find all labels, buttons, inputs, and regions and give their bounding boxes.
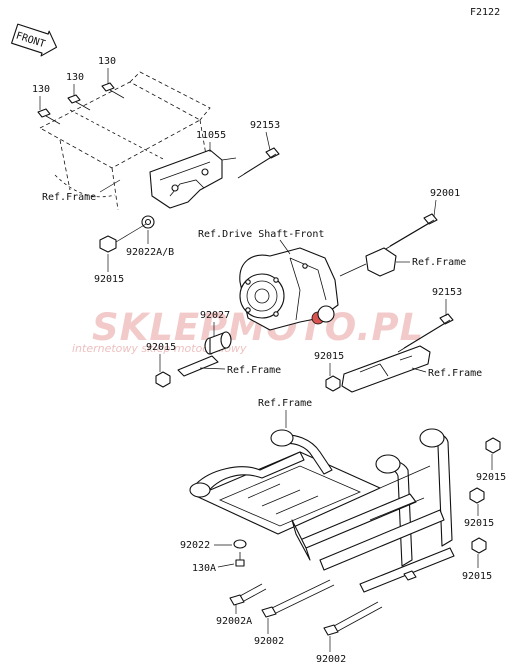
- label-92027: 92027: [200, 310, 230, 321]
- bolt-92002a-icon: [229, 583, 267, 606]
- label-ref-frame: Ref.Frame: [42, 192, 96, 203]
- label-ref-frame: Ref.Frame: [428, 368, 482, 379]
- bolt-92002-icon: [261, 579, 335, 618]
- label-130: 130: [66, 72, 84, 83]
- bolt-92002-icon: [323, 601, 383, 636]
- label-11055: 11055: [196, 130, 226, 141]
- upper-frame-ref: [39, 71, 211, 211]
- label-92153: 92153: [432, 287, 462, 298]
- bolt-92153-icon: [397, 313, 454, 353]
- bolt-130-icon: [101, 82, 125, 99]
- label-92015: 92015: [476, 472, 506, 483]
- bolt-130-icon: [67, 94, 91, 111]
- nut-92015-icon: [155, 371, 171, 388]
- nut-92015-icon: [325, 375, 341, 392]
- bushing-92027-icon: [204, 331, 232, 355]
- label-92015: 92015: [94, 274, 124, 285]
- bracket-11055: [149, 149, 237, 209]
- bolt-130-icon: [37, 108, 61, 125]
- bolt-92153-icon: [237, 147, 280, 179]
- label-92015: 92015: [314, 351, 344, 362]
- figure-id: F2122: [470, 7, 500, 18]
- label-92015: 92015: [462, 571, 492, 582]
- washer-92022-icon: [233, 539, 247, 549]
- mount-bracket: [339, 247, 397, 277]
- watermark-sub: internetowy sklep motocyklowy: [72, 342, 247, 355]
- label-130: 130: [98, 56, 116, 67]
- label-92015: 92015: [146, 342, 176, 353]
- callouts: 130 130 130 Ref.Frame 11055 92153 92022A…: [32, 56, 506, 664]
- bolt-130a-icon: [235, 552, 245, 567]
- label-92002: 92002: [254, 636, 284, 647]
- bolt-92001-icon: [383, 213, 438, 251]
- label-130: 130: [32, 84, 50, 95]
- nut-92015-icon: [471, 537, 487, 554]
- label-92153: 92153: [250, 120, 280, 131]
- label-92001: 92001: [430, 188, 460, 199]
- label-ref-frame: Ref.Frame: [412, 257, 466, 268]
- nut-92015-icon: [469, 487, 485, 504]
- front-arrow-icon: FRONT: [11, 23, 58, 57]
- label-92002a: 92002A: [216, 616, 252, 627]
- label-ref-frame: Ref.Frame: [227, 365, 281, 376]
- nut-92015-icon: [99, 235, 117, 253]
- label-ref-drive-shaft-front: Ref.Drive Shaft-Front: [198, 229, 324, 240]
- label-92022ab: 92022A/B: [126, 247, 174, 258]
- label-92022: 92022: [180, 540, 210, 551]
- mount-bracket-right: [341, 345, 431, 393]
- front-differential: [239, 247, 339, 331]
- nut-92015-icon: [485, 437, 501, 454]
- label-92015: 92015: [464, 518, 494, 529]
- label-ref-frame: Ref.Frame: [258, 398, 312, 409]
- label-92002: 92002: [316, 654, 346, 664]
- plate-ref-frame: [177, 355, 219, 377]
- label-130a: 130A: [192, 563, 216, 574]
- lower-frame: [189, 428, 455, 593]
